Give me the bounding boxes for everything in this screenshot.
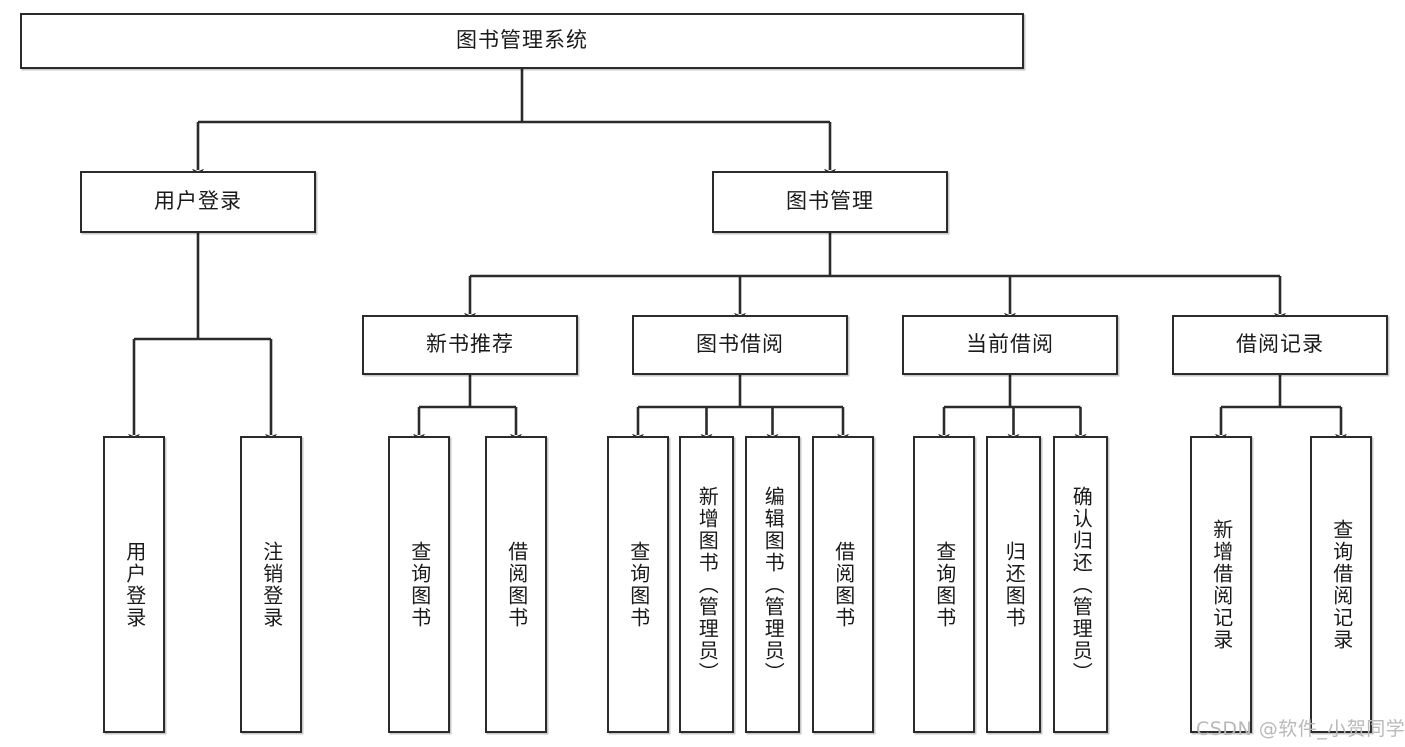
node-leaf-query-book-borrow-label: 查询图书 [626,540,651,629]
node-leaf-query-book-current-label: 查询图书 [932,540,957,629]
node-book-manage[interactable]: 图书管理 [712,171,948,233]
node-borrow-record[interactable]: 借阅记录 [1172,315,1388,375]
node-current-borrow-label: 当前借阅 [966,332,1054,357]
node-leaf-return-book[interactable]: 归还图书 [986,436,1041,733]
node-new-book-recommend[interactable]: 新书推荐 [362,315,578,375]
node-user-login-label: 用户登录 [154,189,242,214]
node-current-borrow[interactable]: 当前借阅 [902,315,1118,375]
node-root-label: 图书管理系统 [456,28,588,53]
node-user-login[interactable]: 用户登录 [80,171,316,233]
node-leaf-query-book-current[interactable]: 查询图书 [913,436,975,733]
node-leaf-add-book-label: 新增图书（管理员） [695,485,720,684]
node-leaf-borrow-book[interactable]: 借阅图书 [812,436,874,733]
node-leaf-borrow-book-label: 借阅图书 [831,540,856,629]
node-leaf-logout-label: 注销登录 [259,540,284,629]
node-book-borrow-label: 图书借阅 [696,332,784,357]
node-leaf-add-borrow-record-label: 新增借阅记录 [1209,518,1234,651]
node-leaf-edit-book-label: 编辑图书（管理员） [761,485,786,684]
node-leaf-query-borrow-record[interactable]: 查询借阅记录 [1310,436,1372,733]
node-borrow-record-label: 借阅记录 [1236,332,1324,357]
node-leaf-edit-book[interactable]: 编辑图书（管理员） [745,436,800,733]
node-leaf-borrow-book-recommend-label: 借阅图书 [504,540,529,629]
node-leaf-query-book-recommend-label: 查询图书 [407,540,432,629]
node-root[interactable]: 图书管理系统 [20,13,1024,69]
node-leaf-confirm-return-label: 确认归还（管理员） [1069,485,1094,684]
node-leaf-borrow-book-recommend[interactable]: 借阅图书 [485,436,547,733]
node-leaf-query-book-recommend[interactable]: 查询图书 [388,436,450,733]
node-leaf-add-borrow-record[interactable]: 新增借阅记录 [1190,436,1252,733]
node-leaf-confirm-return[interactable]: 确认归还（管理员） [1053,436,1108,733]
node-leaf-query-borrow-record-label: 查询借阅记录 [1329,518,1354,651]
node-book-manage-label: 图书管理 [786,189,874,214]
node-new-book-recommend-label: 新书推荐 [426,332,514,357]
node-leaf-user-login[interactable]: 用户登录 [103,436,165,733]
node-leaf-user-login-label: 用户登录 [122,540,147,629]
node-book-borrow[interactable]: 图书借阅 [632,315,848,375]
node-leaf-logout[interactable]: 注销登录 [240,436,302,733]
node-leaf-query-book-borrow[interactable]: 查询图书 [607,436,669,733]
node-leaf-add-book[interactable]: 新增图书（管理员） [679,436,734,733]
node-leaf-return-book-label: 归还图书 [1002,540,1027,629]
